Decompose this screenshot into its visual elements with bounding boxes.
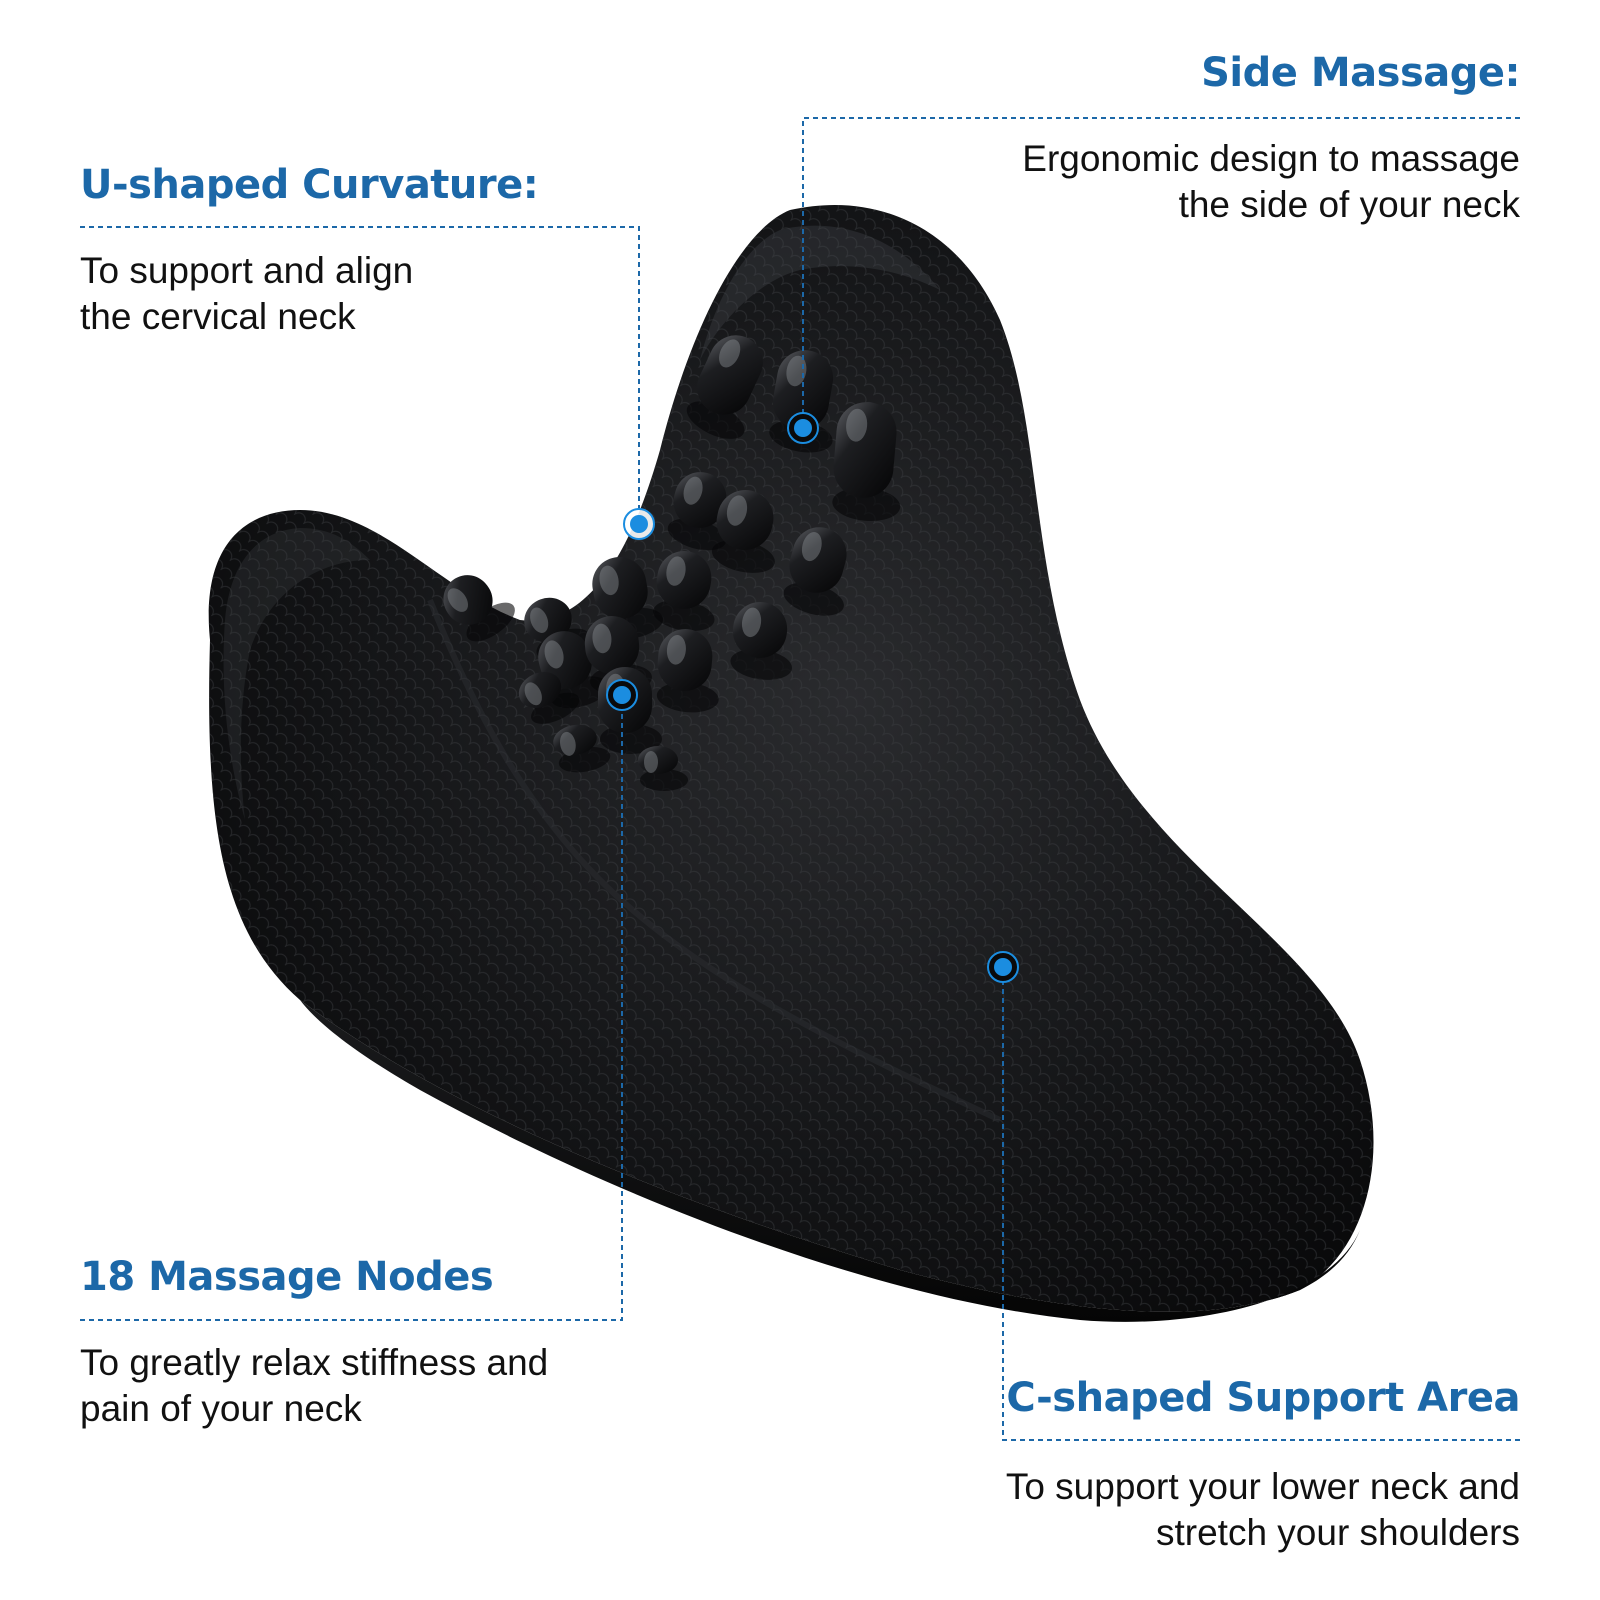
marker-dot-side-massage — [787, 412, 819, 444]
massage-node — [592, 557, 663, 639]
leader-line-c-support — [1002, 965, 1520, 1441]
massage-node — [783, 527, 847, 616]
leader-line-u-curvature — [80, 226, 640, 520]
callout-description-line: To support your lower neck and — [1005, 1466, 1520, 1507]
callout-description: To support your lower neck and stretch y… — [1006, 1464, 1520, 1556]
marker-dot-u-curvature — [623, 508, 655, 540]
callout-description-line: the cervical neck — [80, 296, 356, 337]
callout-title: U-shaped Curvature: — [80, 162, 539, 208]
marker-dot-massage-nodes — [606, 679, 638, 711]
massage-node — [638, 746, 688, 791]
callout-description: Ergonomic design to massage the side of … — [1022, 136, 1520, 228]
callout-description-line: stretch your shoulders — [1155, 1512, 1520, 1553]
marker-dot-c-support — [987, 951, 1019, 983]
massage-node — [443, 575, 515, 642]
massage-node — [832, 402, 901, 522]
massage-node — [656, 629, 719, 713]
massage-node — [711, 490, 775, 573]
massage-node — [518, 672, 580, 724]
leader-line-massage-nodes — [80, 693, 623, 1321]
massage-node — [553, 724, 611, 773]
pillow-body — [208, 204, 1374, 1322]
callout-description-line: Ergonomic design to massage — [1022, 138, 1520, 179]
callout-title: C-shaped Support Area — [1006, 1375, 1520, 1421]
massage-node — [667, 472, 727, 551]
callout-description: To greatly relax stiffness and pain of y… — [80, 1340, 548, 1432]
massage-node — [686, 335, 763, 439]
leader-line-side-massage — [802, 117, 1520, 425]
callout-description-line: To support and align — [80, 250, 414, 291]
massage-node-cluster — [443, 335, 901, 791]
callout-description-line: the side of your neck — [1178, 184, 1520, 225]
callout-description: To support and align the cervical neck — [80, 248, 413, 340]
massage-node — [653, 551, 715, 632]
massage-node — [730, 602, 792, 680]
callout-description-line: To greatly relax stiffness and — [80, 1342, 549, 1383]
callout-description-line: pain of your neck — [80, 1388, 362, 1429]
callout-title: 18 Massage Nodes — [80, 1254, 494, 1300]
callout-title: Side Massage: — [1201, 50, 1520, 96]
